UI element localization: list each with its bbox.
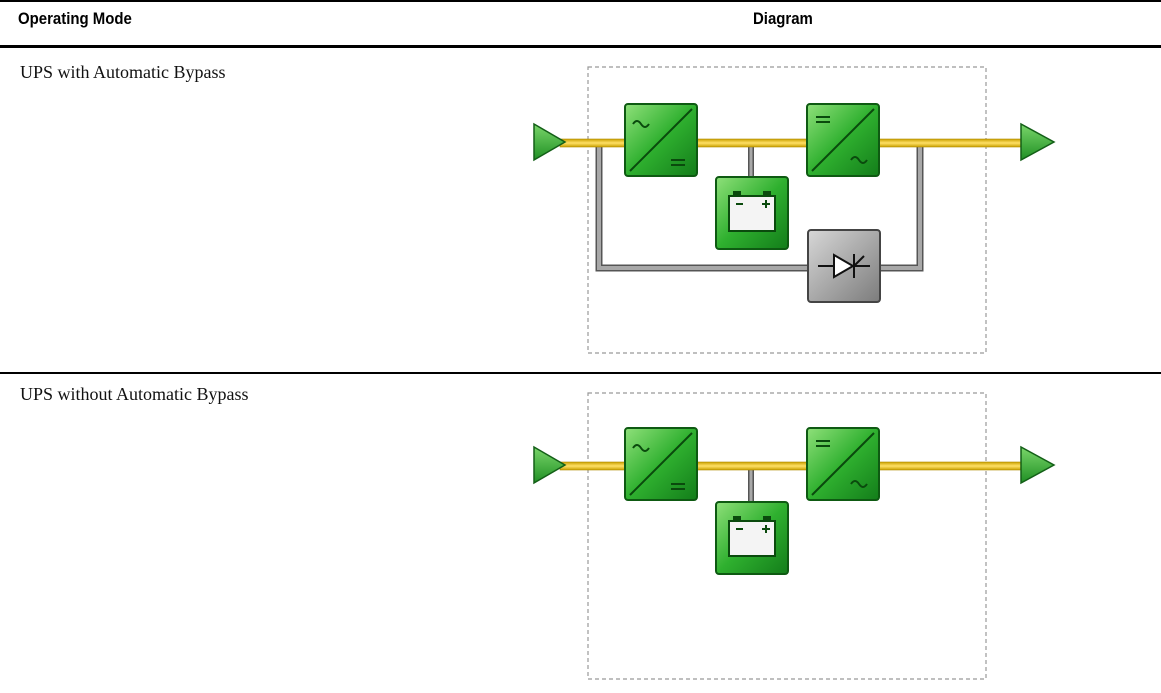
header-rule xyxy=(0,45,1161,48)
input-terminal-icon xyxy=(533,122,567,162)
row-rule xyxy=(0,372,1161,374)
header-operating-mode: Operating Mode xyxy=(18,9,132,28)
inverter-icon xyxy=(806,427,880,501)
bypass-switch-icon xyxy=(807,229,881,303)
ups-boundary xyxy=(587,66,987,354)
mode-label-without-bypass: UPS without Automatic Bypass xyxy=(20,384,249,404)
rectifier-icon xyxy=(624,103,698,177)
ups-boundary xyxy=(587,392,987,680)
header-diagram: Diagram xyxy=(753,9,813,28)
diagram-with-bypass xyxy=(533,66,1056,354)
output-terminal-icon xyxy=(1020,445,1056,485)
top-rule xyxy=(0,0,1161,2)
inverter-icon xyxy=(806,103,880,177)
rectifier-icon xyxy=(624,427,698,501)
output-terminal-icon xyxy=(1020,122,1056,162)
battery-icon xyxy=(715,176,789,250)
mode-label-with-bypass: UPS with Automatic Bypass xyxy=(20,62,226,82)
input-terminal-icon xyxy=(533,445,567,485)
battery-icon xyxy=(715,501,789,575)
